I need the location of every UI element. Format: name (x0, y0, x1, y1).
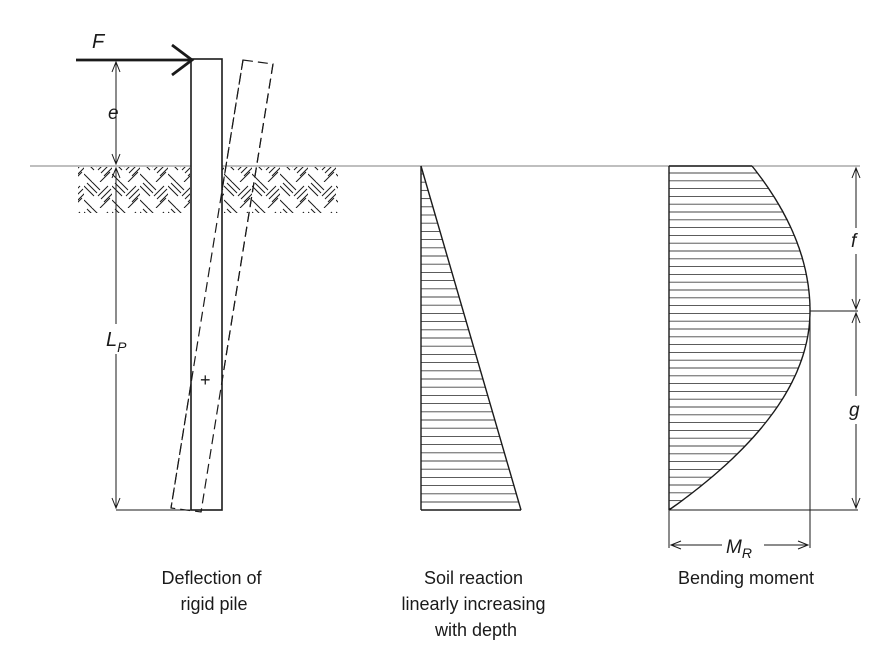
force-label: F (92, 31, 106, 53)
pile-length-dim-arrow (111, 166, 121, 179)
depth-g-dim-arrow (851, 311, 861, 324)
depth-f-dim-arrow (851, 298, 861, 311)
rotated-pile-edge (170, 59, 244, 509)
eccentricity-label: e (108, 103, 119, 124)
depth-f-label: f (851, 231, 858, 252)
rotation-point-marker: + (200, 370, 211, 390)
moment-dim-arrow (669, 540, 682, 550)
depth-g-dim-arrow (851, 497, 861, 510)
rotated-pile-edge (200, 63, 274, 513)
moment-dim-arrow (797, 540, 810, 550)
pile-length-dim-arrow (111, 497, 121, 510)
eccentricity-dim-arrow (111, 153, 121, 166)
bending-moment-curve (668, 165, 811, 511)
caption-bending-moment: Bending moment (678, 568, 814, 588)
soil-reaction-hypotenuse (420, 165, 522, 511)
depth-f-dim-arrow (851, 166, 861, 179)
pile-length-label: LP (106, 329, 127, 355)
caption-soil-reaction: Soil reaction linearly increasing with d… (401, 568, 550, 640)
soil-hatch-left (78, 167, 190, 213)
depth-g-label: g (849, 400, 860, 421)
soil-reaction-hatch (421, 173, 519, 503)
force-arrow-head (171, 43, 195, 77)
eccentricity-dim-arrow (111, 60, 121, 73)
soil-hatch-right (222, 167, 338, 213)
caption-deflection: Deflection of rigid pile (161, 568, 266, 614)
bending-moment-hatch (669, 172, 810, 509)
moment-label: MR (726, 537, 752, 561)
